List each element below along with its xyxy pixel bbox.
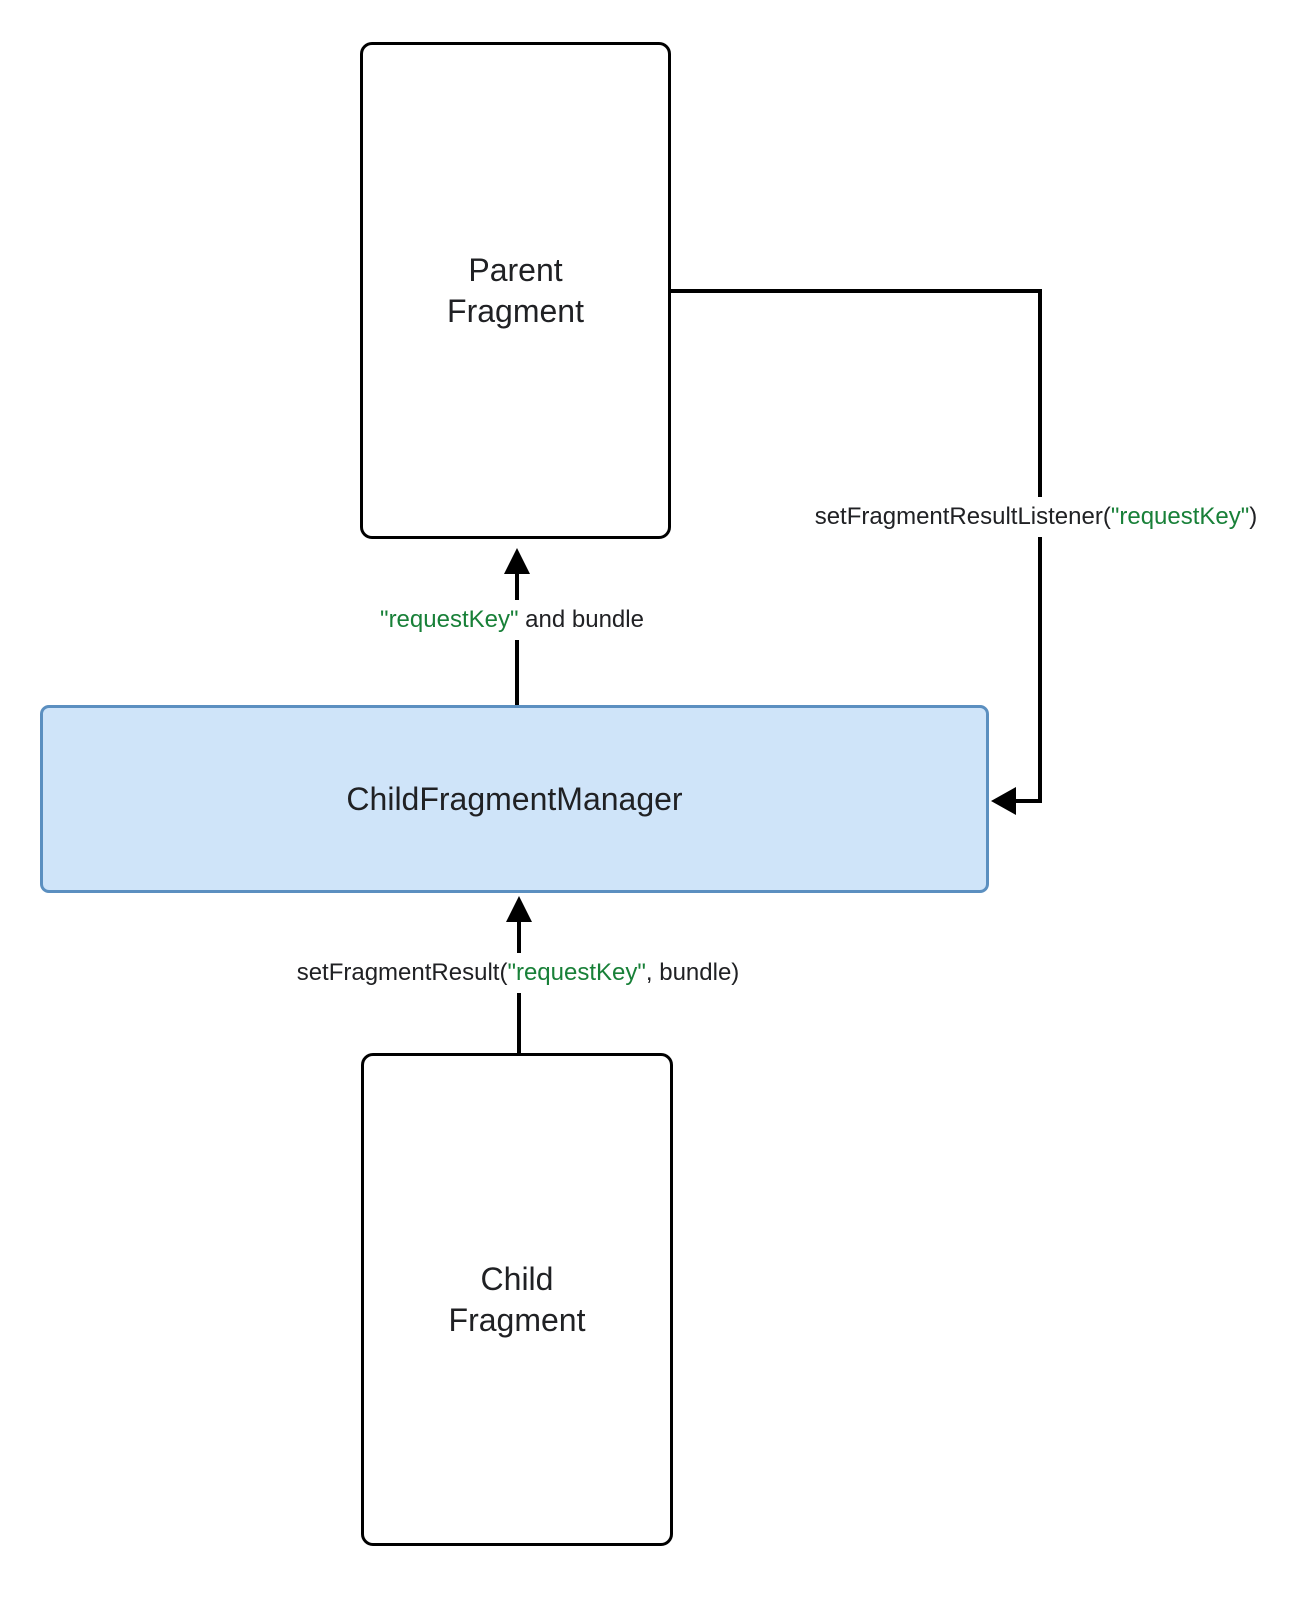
listener-label-after: ) — [1249, 503, 1258, 530]
listener-connector-bottom-segment — [1013, 799, 1042, 803]
listener-connector-vertical-segment — [1038, 289, 1042, 803]
deliver-arrowhead-icon — [504, 548, 530, 574]
listener-label-request-key: "requestKey" — [1110, 503, 1250, 530]
parent-fragment-label: Parent Fragment — [447, 250, 584, 332]
deliver-edge-label: "requestKey" and bundle — [372, 600, 652, 640]
listener-connector-top-segment — [669, 289, 1042, 293]
set-result-label-after: , bundle) — [645, 959, 740, 986]
deliver-label-after: and bundle — [518, 606, 644, 633]
child-fragment-node: Child Fragment — [361, 1053, 673, 1546]
listener-arrowhead-icon — [991, 787, 1016, 815]
set-result-edge-label: setFragmentResult("requestKey", bundle) — [288, 953, 748, 993]
parent-fragment-label-line2: Fragment — [447, 292, 584, 329]
listener-edge-label: setFragmentResultListener("requestKey") — [806, 497, 1266, 537]
set-result-label-request-key: "requestKey" — [507, 959, 646, 986]
child-fragment-manager-label: ChildFragmentManager — [346, 780, 683, 817]
parent-fragment-label-line1: Parent — [468, 251, 563, 288]
child-fragment-label-line2: Fragment — [448, 1301, 586, 1338]
child-fragment-label: Child Fragment — [449, 1259, 586, 1341]
set-result-label-before: setFragmentResult( — [296, 959, 508, 986]
listener-label-before: setFragmentResultListener( — [814, 503, 1111, 530]
set-result-arrowhead-icon — [506, 896, 532, 922]
child-fragment-manager-node: ChildFragmentManager — [40, 705, 989, 893]
parent-fragment-node: Parent Fragment — [360, 42, 671, 539]
child-fragment-label-line1: Child — [480, 1260, 554, 1297]
deliver-label-request-key: "requestKey" — [380, 606, 519, 633]
